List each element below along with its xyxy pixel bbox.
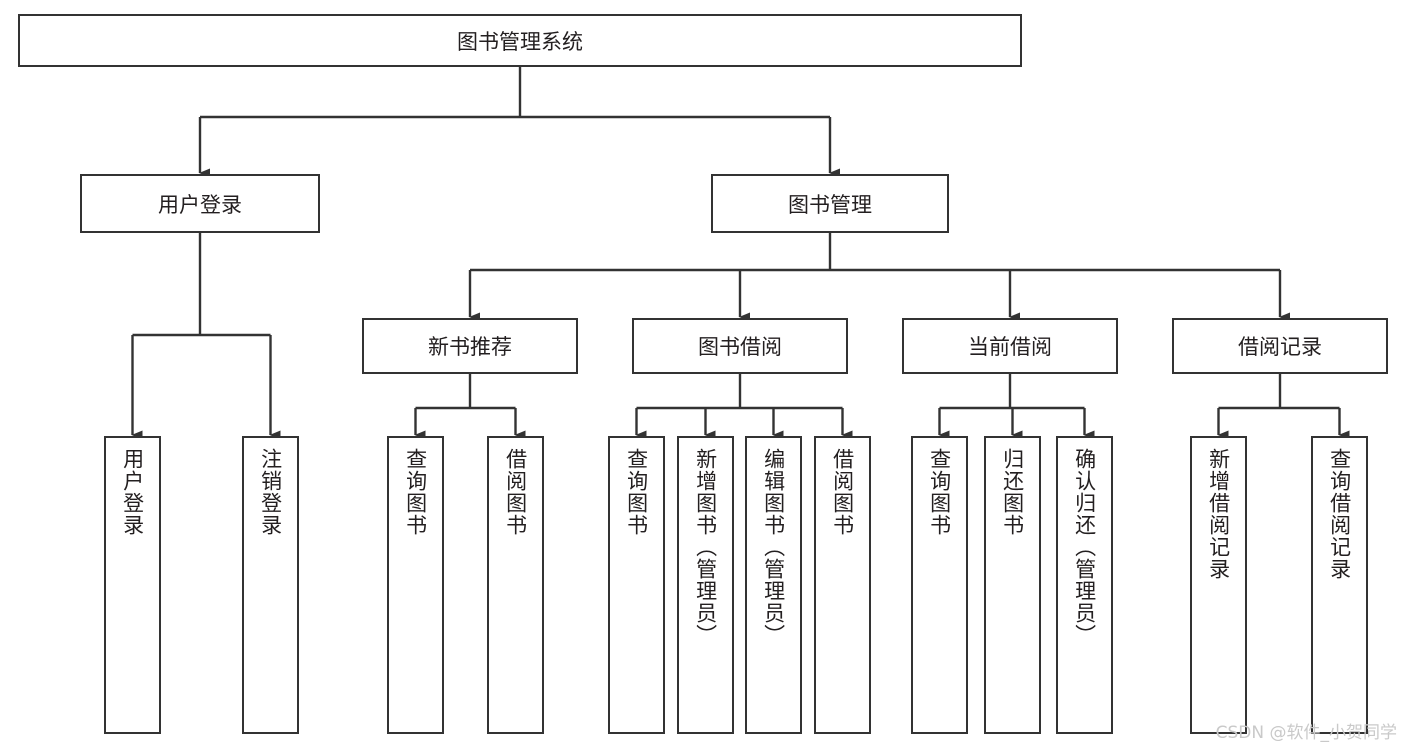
node-book-borrow[interactable]: 图书借阅 xyxy=(632,318,848,374)
node-label: 查询图书 xyxy=(927,448,952,536)
node-current-borrow[interactable]: 当前借阅 xyxy=(902,318,1118,374)
node-new-book-recommend[interactable]: 新书推荐 xyxy=(362,318,578,374)
node-book-manage[interactable]: 图书管理 xyxy=(711,174,949,233)
node-leaf-return-book[interactable]: 归还图书 xyxy=(984,436,1041,734)
node-leaf-edit-book[interactable]: 编辑图书（管理员） xyxy=(745,436,802,734)
node-label: 归还图书 xyxy=(1000,448,1025,536)
node-leaf-query-record[interactable]: 查询借阅记录 xyxy=(1311,436,1368,734)
node-leaf-borrow-book-rec[interactable]: 借阅图书 xyxy=(487,436,544,734)
node-label: 当前借阅 xyxy=(968,335,1052,359)
node-label: 查询图书 xyxy=(624,448,649,536)
node-label: 新书推荐 xyxy=(428,335,512,359)
node-leaf-query-book-rec[interactable]: 查询图书 xyxy=(387,436,444,734)
node-label: 图书管理 xyxy=(788,192,872,217)
node-label: 图书管理系统 xyxy=(457,29,583,54)
node-leaf-user-logout[interactable]: 注销登录 xyxy=(242,436,299,734)
node-label: 查询图书 xyxy=(403,448,428,536)
node-user-login[interactable]: 用户登录 xyxy=(80,174,320,233)
node-label: 新增图书（管理员） xyxy=(693,448,718,646)
node-label: 用户登录 xyxy=(158,192,242,217)
node-label: 查询借阅记录 xyxy=(1327,448,1352,580)
node-leaf-user-login[interactable]: 用户登录 xyxy=(104,436,161,734)
node-leaf-borrow-book-bb[interactable]: 借阅图书 xyxy=(814,436,871,734)
csdn-watermark: CSDN @软件_小贺同学 xyxy=(1215,723,1397,743)
node-label: 注销登录 xyxy=(258,448,283,536)
node-label: 借阅图书 xyxy=(503,448,528,536)
node-label: 借阅记录 xyxy=(1238,335,1322,359)
node-label: 图书借阅 xyxy=(698,335,782,359)
node-label: 用户登录 xyxy=(120,448,145,536)
node-leaf-query-book-cb[interactable]: 查询图书 xyxy=(911,436,968,734)
node-leaf-query-book-bb[interactable]: 查询图书 xyxy=(608,436,665,734)
node-root[interactable]: 图书管理系统 xyxy=(18,14,1022,67)
node-label: 编辑图书（管理员） xyxy=(761,448,786,646)
node-borrow-record[interactable]: 借阅记录 xyxy=(1172,318,1388,374)
node-leaf-add-book[interactable]: 新增图书（管理员） xyxy=(677,436,734,734)
node-label: 借阅图书 xyxy=(830,448,855,536)
node-leaf-add-record[interactable]: 新增借阅记录 xyxy=(1190,436,1247,734)
node-leaf-confirm-return[interactable]: 确认归还（管理员） xyxy=(1056,436,1113,734)
node-label: 确认归还（管理员） xyxy=(1072,448,1097,646)
node-label: 新增借阅记录 xyxy=(1206,448,1231,580)
